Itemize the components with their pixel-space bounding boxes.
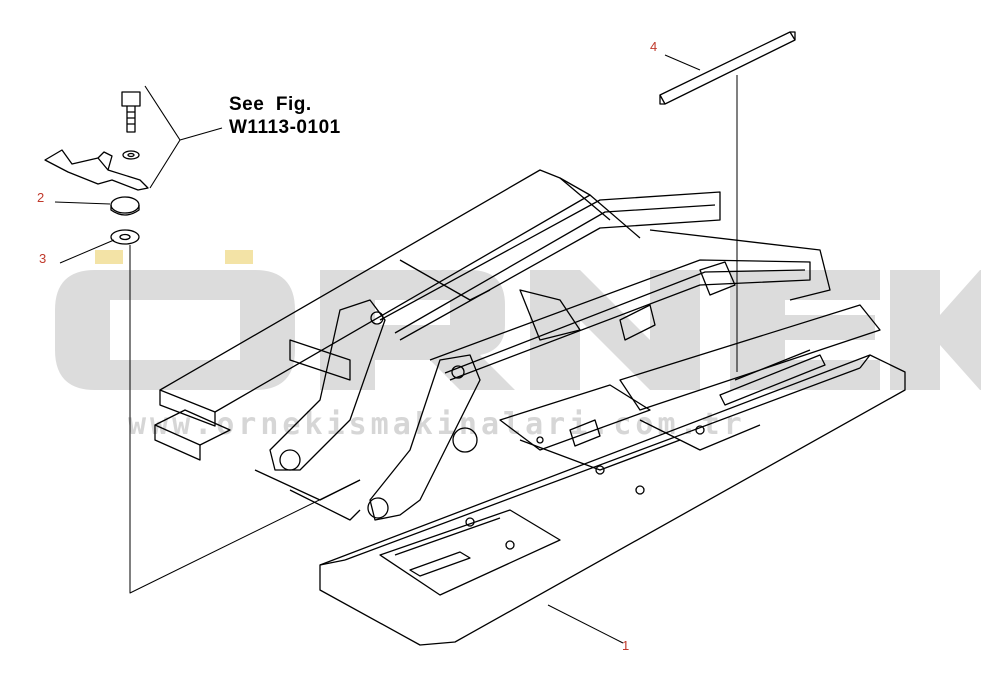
callout-1: 1 <box>622 638 630 653</box>
callout-3: 3 <box>39 251 47 266</box>
reference-line-2: W1113-0101 <box>229 116 341 138</box>
callout-2: 2 <box>37 190 45 205</box>
reference-label: See Fig. W1113-0101 <box>229 94 341 140</box>
callout-4: 4 <box>650 39 658 54</box>
bolt-assembly <box>44 91 149 245</box>
reference-line-1: See Fig. <box>229 94 312 115</box>
watermark-url: www.ornekismakinalari.com.tr <box>128 407 746 442</box>
bar-part-4 <box>659 31 796 105</box>
leader-lines <box>54 54 738 644</box>
frame-main <box>154 169 906 646</box>
